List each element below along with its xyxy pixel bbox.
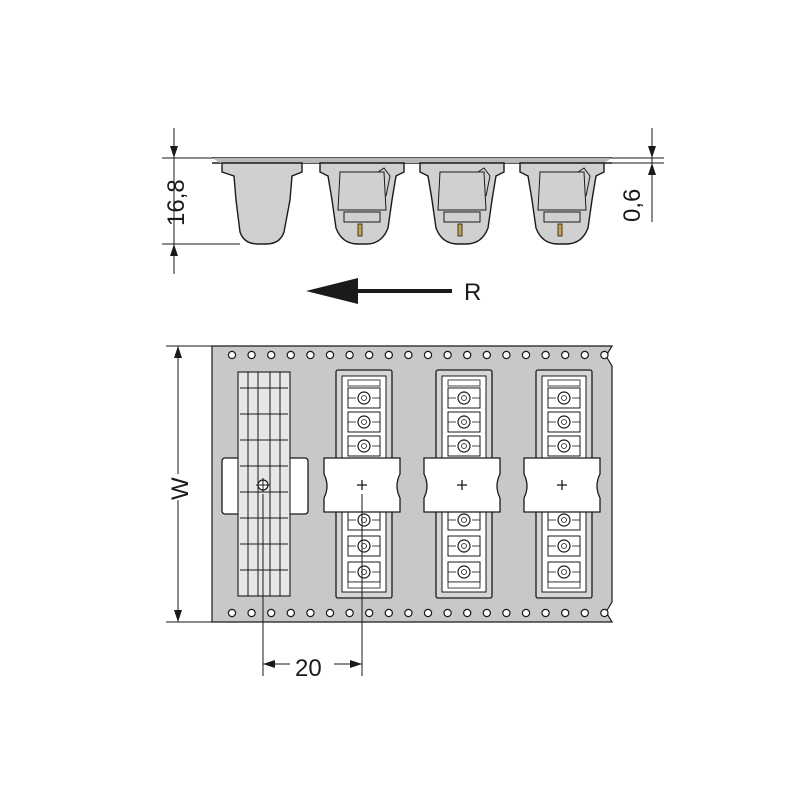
sprocket-hole bbox=[267, 608, 276, 618]
connector-profile-2 bbox=[419, 162, 505, 245]
cover-part bbox=[221, 371, 309, 597]
carrier-tape bbox=[211, 345, 614, 623]
pitch-dimension: 20 bbox=[262, 494, 363, 682]
pitch-dimension-label: 20 bbox=[295, 655, 322, 682]
sprocket-hole bbox=[423, 608, 433, 618]
sprocket-hole bbox=[345, 608, 354, 618]
sprocket-hole bbox=[580, 350, 590, 360]
connector-top-2 bbox=[423, 369, 501, 599]
sprocket-hole bbox=[365, 350, 374, 360]
sprocket-hole bbox=[286, 350, 295, 360]
sprocket-hole bbox=[286, 608, 295, 618]
direction-label: R bbox=[464, 279, 481, 306]
sprocket-hole bbox=[600, 350, 609, 360]
sprocket-hole bbox=[306, 350, 315, 360]
connector-profile-1 bbox=[319, 162, 405, 245]
sprocket-holes-bottom bbox=[227, 608, 609, 618]
thickness-dimension: 0,6 bbox=[612, 128, 664, 222]
sprocket-hole bbox=[561, 608, 570, 618]
direction-indicator: R bbox=[306, 278, 481, 306]
sprocket-hole bbox=[325, 608, 335, 618]
sprocket-hole bbox=[423, 350, 433, 360]
sprocket-hole bbox=[580, 608, 590, 618]
sprocket-hole bbox=[521, 608, 531, 618]
sprocket-holes-top bbox=[227, 350, 609, 360]
sprocket-hole bbox=[600, 608, 609, 618]
connector-top-1 bbox=[323, 369, 401, 599]
sprocket-hole bbox=[463, 350, 472, 360]
sprocket-hole bbox=[463, 608, 472, 618]
sprocket-hole bbox=[384, 608, 393, 618]
sprocket-hole bbox=[502, 608, 511, 618]
sprocket-hole bbox=[404, 350, 413, 360]
height-dimension: 16,8 bbox=[162, 128, 240, 274]
sprocket-hole bbox=[345, 350, 354, 360]
sprocket-hole bbox=[443, 608, 452, 618]
sprocket-hole bbox=[561, 350, 570, 360]
thickness-dimension-label: 0,6 bbox=[619, 189, 646, 222]
cover-ribs bbox=[240, 387, 288, 571]
crosshair-icon bbox=[256, 478, 270, 492]
sprocket-hole bbox=[247, 350, 256, 360]
sprocket-hole bbox=[325, 350, 335, 360]
sprocket-hole bbox=[521, 350, 531, 360]
sprocket-hole bbox=[502, 350, 511, 360]
side-view: 16,8 0,6 bbox=[162, 128, 664, 274]
sprocket-hole bbox=[482, 350, 491, 360]
cover-profile bbox=[221, 162, 303, 245]
top-view: W 20 bbox=[166, 345, 614, 682]
arrow-left-icon bbox=[306, 278, 452, 304]
sprocket-hole bbox=[267, 350, 276, 360]
sprocket-hole bbox=[365, 608, 374, 618]
sprocket-hole bbox=[227, 608, 237, 618]
sprocket-hole bbox=[247, 608, 256, 618]
sprocket-hole bbox=[384, 350, 393, 360]
height-dimension-label: 16,8 bbox=[163, 179, 190, 226]
connector-top-3 bbox=[523, 369, 601, 599]
tape-strip bbox=[212, 158, 612, 163]
sprocket-hole bbox=[227, 350, 237, 360]
sprocket-hole bbox=[306, 608, 315, 618]
sprocket-hole bbox=[482, 608, 491, 618]
width-dimension-label: W bbox=[167, 477, 194, 500]
connector-profile-3 bbox=[519, 162, 605, 245]
sprocket-hole bbox=[443, 350, 452, 360]
width-dimension: W bbox=[166, 345, 212, 623]
sprocket-hole bbox=[541, 350, 550, 360]
sprocket-hole bbox=[404, 608, 413, 618]
sprocket-hole bbox=[541, 608, 550, 618]
